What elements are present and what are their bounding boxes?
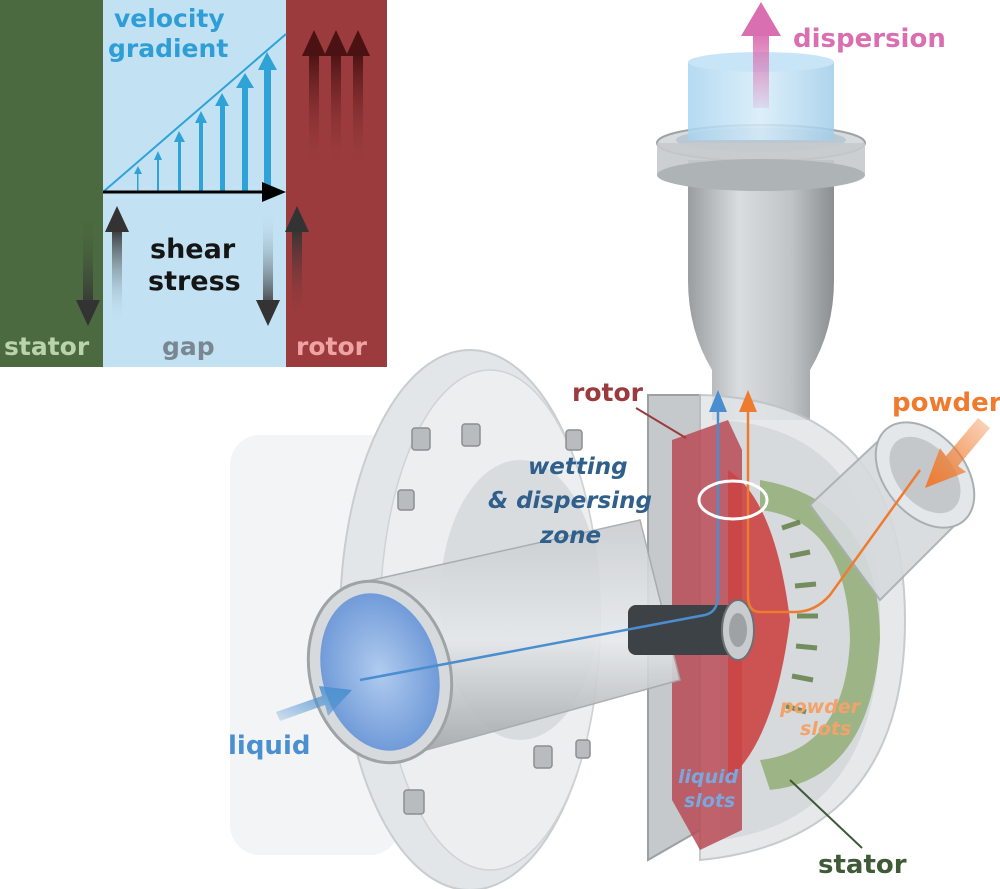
powder-flow-arrowhead (739, 390, 757, 412)
velocity-arrows (134, 52, 277, 192)
liquid-label: liquid (228, 731, 311, 761)
powder-inlet-pipe (808, 421, 976, 602)
wetting-zone-label-1: wetting (528, 454, 628, 480)
stator-strip-label: stator (4, 332, 90, 361)
gap-strip-label: gap (162, 332, 215, 361)
motor-housing (230, 435, 400, 855)
outlet-pipe (656, 124, 866, 420)
powder-flow-path (746, 410, 922, 614)
powder-slots-label-1: powder (780, 696, 861, 718)
liquid-inlet-pipe (306, 519, 681, 765)
dispersion-arrow (741, 2, 781, 108)
liquid-flow-arrowhead (709, 390, 727, 412)
gap-highlight-ellipse (697, 479, 769, 521)
drive-shaft (628, 599, 755, 661)
liquid-arrow (276, 686, 352, 721)
flange-bolts (397, 423, 591, 815)
dispersion-label: dispersion (793, 24, 946, 54)
wetting-zone-label-3: zone (540, 523, 602, 549)
shear-stress-label-1: shear (150, 234, 236, 265)
stator-leader-line (789, 779, 863, 849)
inset-graphics (76, 30, 370, 326)
stator-label: stator (818, 850, 907, 880)
velocity-gradient-label-2: gradient (108, 34, 229, 63)
shear-stress-arrows (76, 206, 309, 326)
wetting-zone-label-2: & dispersing (488, 488, 652, 514)
rotor-label: rotor (572, 378, 643, 407)
shear-stress-label-2: stress (148, 266, 241, 297)
powder-arrow (925, 418, 990, 488)
liquid-slots-label-1: liquid (678, 766, 739, 788)
powder-label: powder (892, 388, 1000, 418)
shear-inset: velocity gradient shear stress stator ga… (0, 0, 387, 367)
rotor-strip-label: rotor (296, 332, 367, 361)
powder-slots-label-2: slots (800, 718, 852, 740)
velocity-gradient-line (102, 33, 287, 193)
liquid-slots-label-2: slots (684, 790, 736, 812)
liquid-flow-path (359, 410, 720, 682)
rotor-leader-line (635, 407, 687, 439)
mounting-flange (339, 349, 601, 889)
rotor-motion-arrows (302, 30, 370, 172)
velocity-gradient-label-1: velocity (114, 4, 225, 33)
dispersion-cylinder (688, 52, 834, 140)
stator-ring (760, 480, 880, 790)
